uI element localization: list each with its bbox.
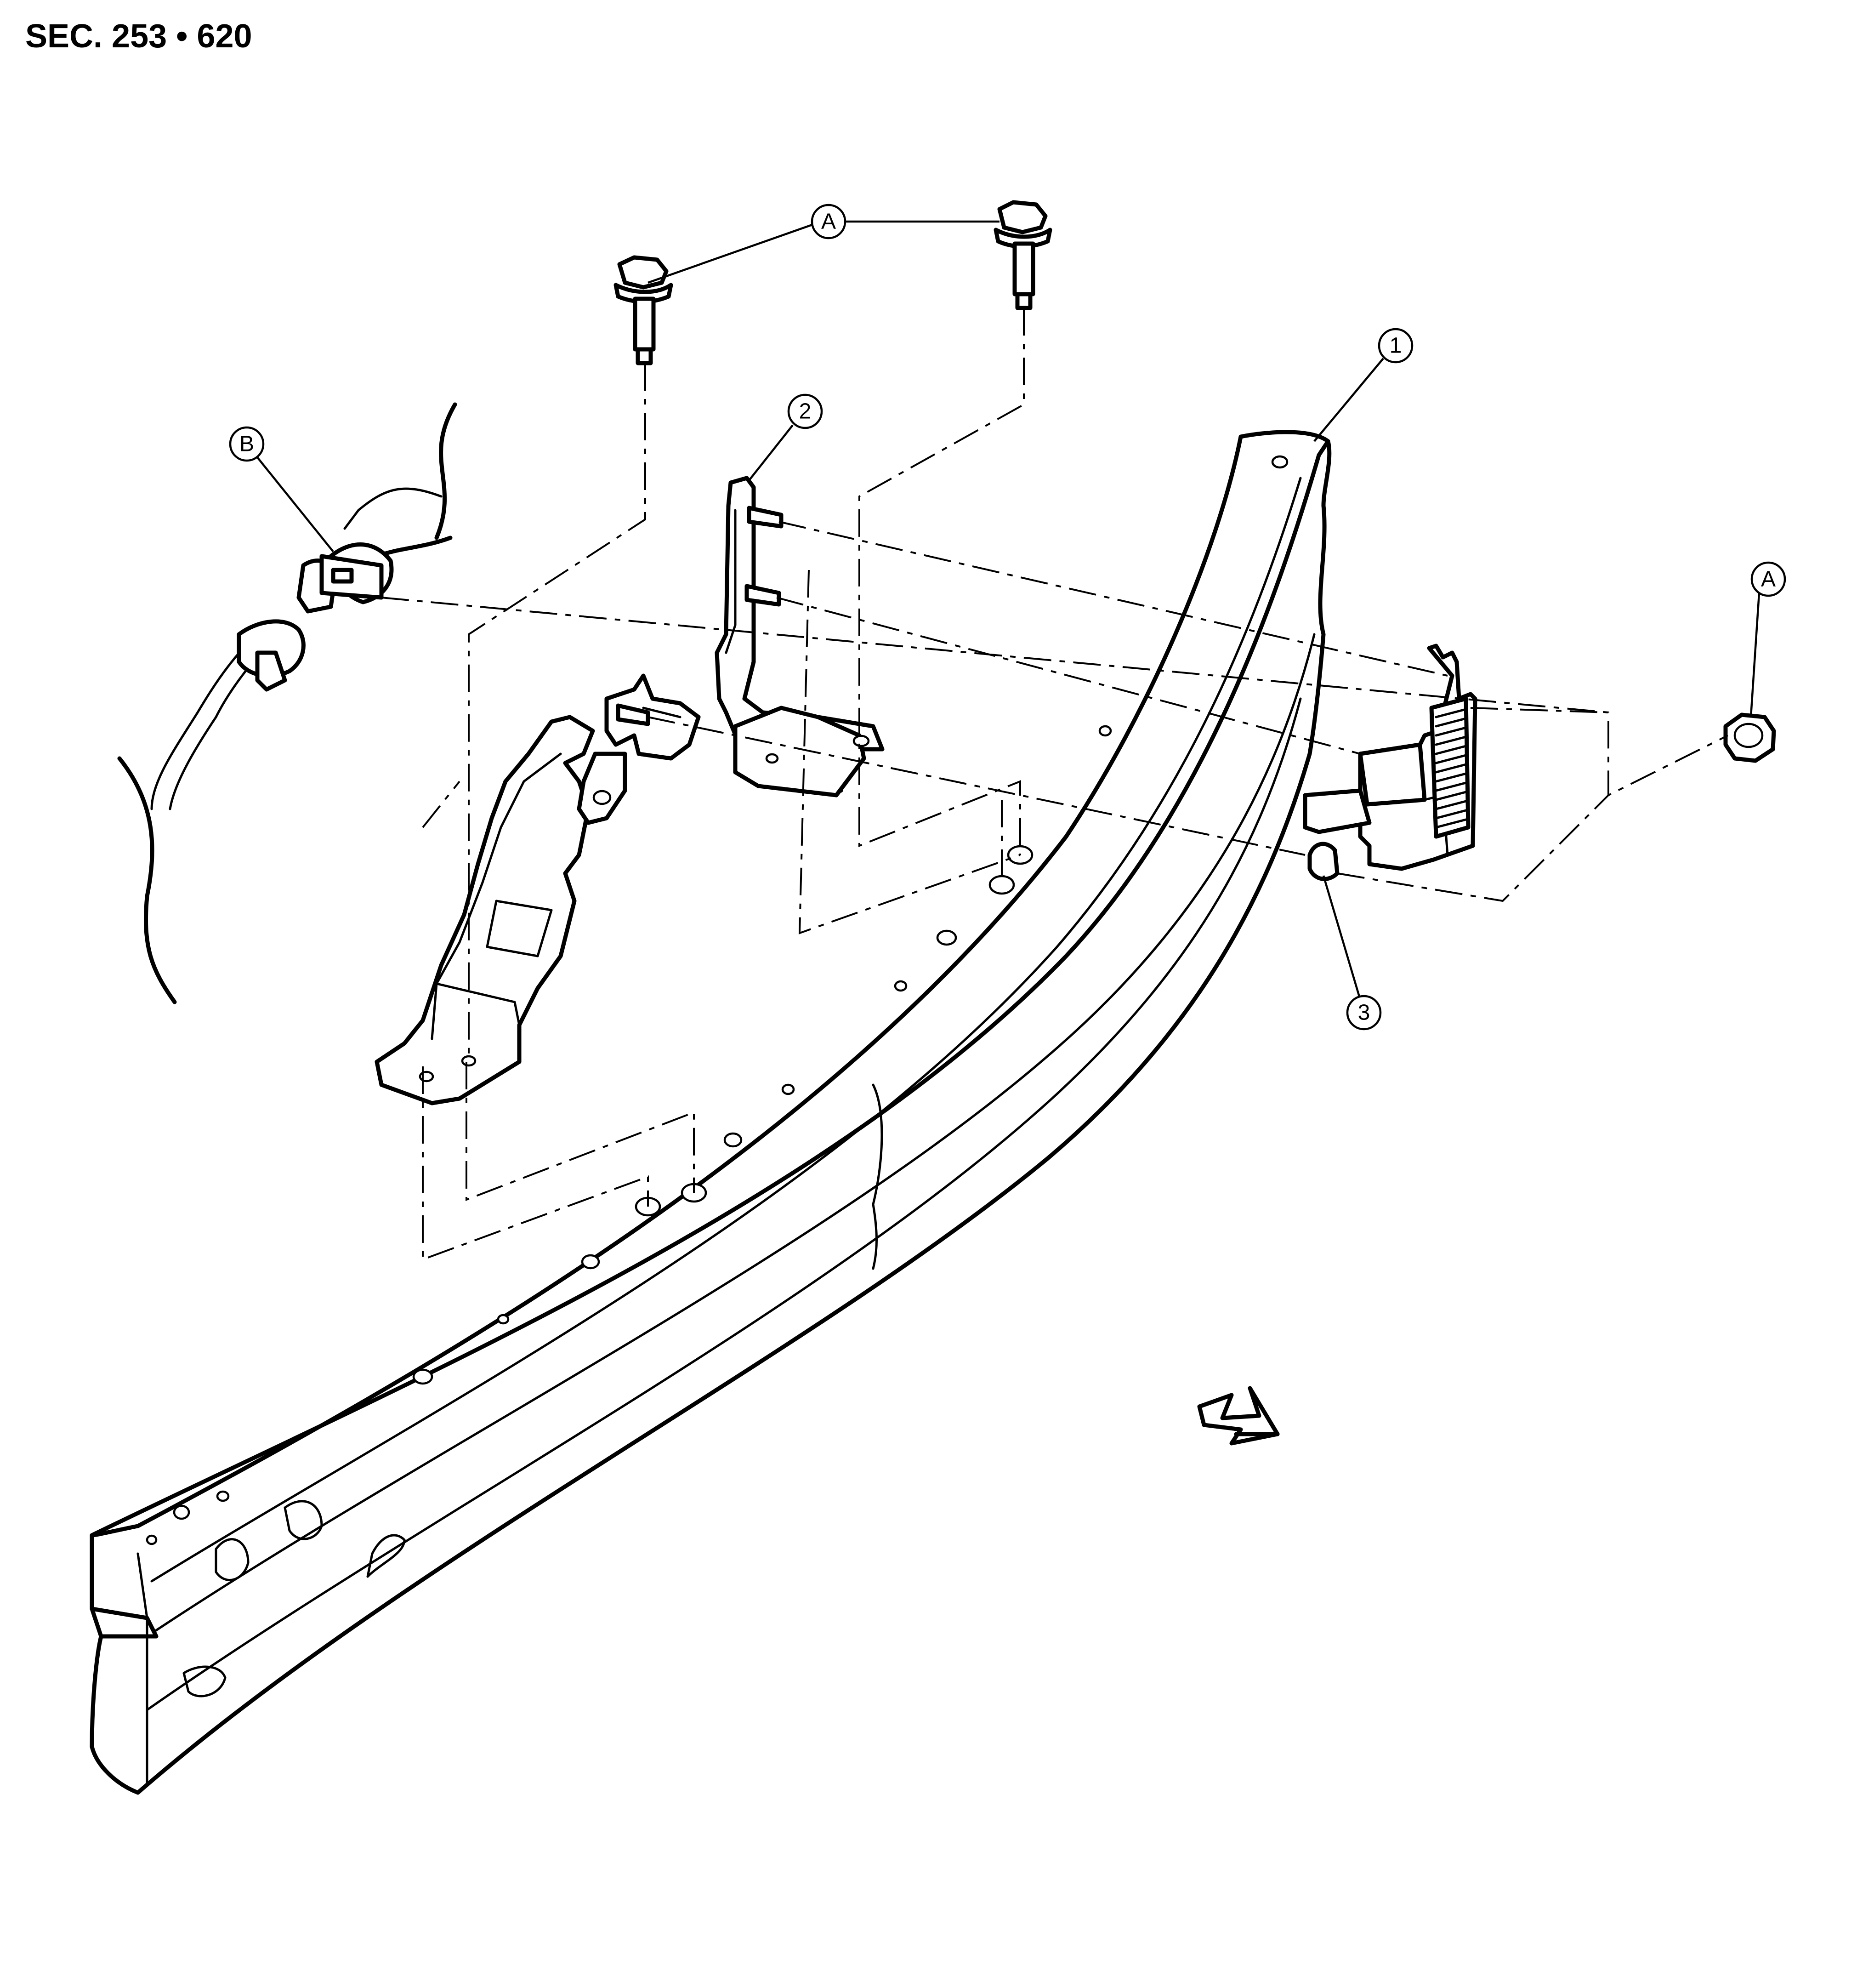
svg-text:A: A xyxy=(1761,567,1776,592)
svg-text:1: 1 xyxy=(1390,334,1402,358)
svg-text:2: 2 xyxy=(799,399,812,424)
section-header: SEC. 253 • 620 xyxy=(25,18,252,55)
svg-text:A: A xyxy=(821,210,836,234)
callout-2-bracket: 2 xyxy=(787,393,823,429)
front-direction-arrow xyxy=(1197,1386,1280,1446)
sensor-bracket xyxy=(375,476,885,1105)
leader-lines xyxy=(256,220,1760,1000)
svg-text:B: B xyxy=(239,432,254,456)
nut xyxy=(1723,712,1776,763)
assembly-lines xyxy=(381,308,1728,1261)
callout-a-bolts: A xyxy=(811,204,846,239)
bolt-left xyxy=(613,255,673,365)
svg-text:3: 3 xyxy=(1358,1001,1370,1025)
callout-3-sensor: 3 xyxy=(1346,995,1382,1031)
bolt-right xyxy=(994,200,1052,310)
callout-a-nut: A xyxy=(1750,561,1786,597)
callout-1-reinforcement: 1 xyxy=(1378,328,1414,364)
callout-b-harness: B xyxy=(229,426,265,462)
distance-sensor xyxy=(1303,644,1477,881)
